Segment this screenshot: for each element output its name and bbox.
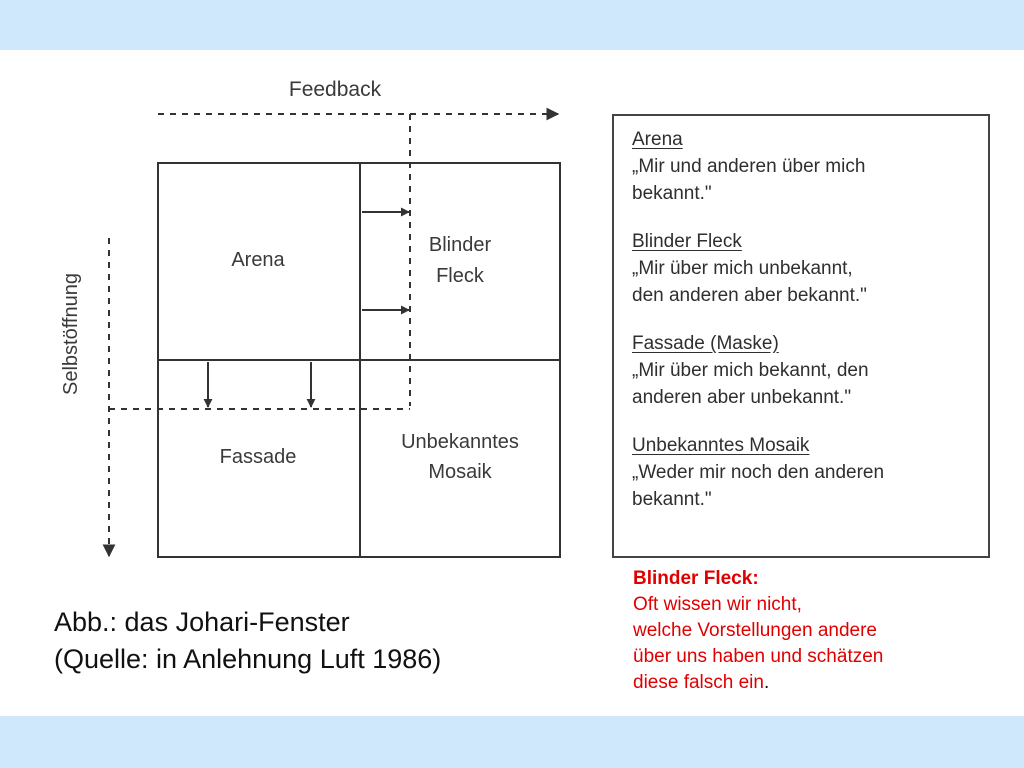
caption-source: (Quelle: in Anlehnung Luft 1986)	[54, 644, 442, 674]
note-line: welche Vorstellungen andere	[633, 620, 878, 641]
legend-text: „Mir über mich unbekannt, den anderen ab…	[632, 258, 867, 306]
legend-text: „Mir und anderen über mich bekannt."	[632, 156, 866, 204]
figure-caption: Abb.: das Johari-Fenster (Quelle: in Anl…	[54, 604, 574, 678]
quadrant-blind-spot-label-line1: Blinder	[429, 234, 492, 256]
quadrant-unknown-label-line1: Unbekanntes	[401, 431, 519, 453]
legend-text: „Mir über mich bekannt, den anderen aber…	[632, 360, 869, 408]
quadrant-unknown-label-line2: Mosaik	[428, 461, 492, 483]
legend-title: Arena	[632, 129, 683, 150]
legend-entry-blind-spot: Blinder Fleck „Mir über mich unbekannt, …	[632, 228, 988, 309]
legend-entry-facade: Fassade (Maske) „Mir über mich bekannt, …	[632, 330, 988, 411]
quadrant-blind-spot-label-line2: Fleck	[436, 265, 485, 287]
note-line-last: diese falsch ein.	[633, 670, 1003, 696]
legend-entry-unknown: Unbekanntes Mosaik „Weder mir noch den a…	[632, 432, 988, 513]
legend-title: Fassade (Maske)	[632, 333, 779, 354]
selbstoeffnung-label: Selbstöffnung	[60, 273, 82, 395]
legend-entry-arena: Arena „Mir und anderen über mich bekannt…	[632, 126, 988, 207]
legend-title: Unbekanntes Mosaik	[632, 435, 810, 456]
legend-text: „Weder mir noch den anderen bekannt."	[632, 462, 885, 510]
legend-title: Blinder Fleck	[632, 231, 742, 252]
quadrant-arena-label: Arena	[231, 249, 285, 271]
top-band	[0, 0, 1024, 50]
note-title: Blinder Fleck:	[633, 568, 759, 589]
note-line: über uns haben und schätzen	[633, 646, 884, 667]
blind-spot-note: Blinder Fleck: Oft wissen wir nicht, wel…	[633, 566, 1003, 696]
legend-box: Arena „Mir und anderen über mich bekannt…	[612, 114, 990, 558]
note-line: Oft wissen wir nicht,	[633, 594, 802, 615]
bottom-band	[0, 716, 1024, 768]
note-period: .	[763, 672, 770, 693]
note-text: diese falsch ein	[633, 672, 764, 693]
caption-line: Abb.: das Johari-Fenster	[54, 607, 350, 637]
quadrant-facade-label: Fassade	[220, 446, 297, 468]
feedback-label: Feedback	[289, 78, 382, 101]
